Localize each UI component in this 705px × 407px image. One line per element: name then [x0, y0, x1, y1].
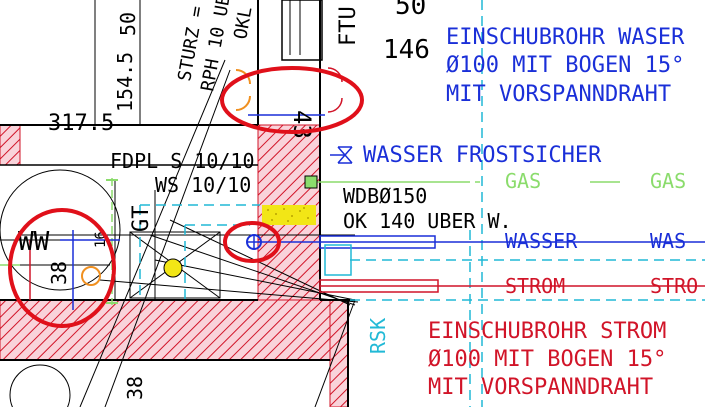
label-ftu: FTU [336, 6, 361, 46]
label-gt: GT [129, 206, 154, 233]
dim-146: 146 [383, 35, 430, 65]
dim-50-top: 50 [395, 0, 426, 21]
label-okl: OKL [230, 5, 256, 41]
water-pipe [60, 114, 705, 310]
label-fdpl: FDPL S 10/10 [110, 149, 255, 173]
markup-ellipses [8, 66, 364, 328]
red-note-line3: MIT VORSPANNDRAHT [428, 375, 653, 400]
label-wdb: WDBØ150 [343, 184, 427, 208]
wall-right-strip [329, 299, 349, 407]
dim-38-left: 38 [47, 261, 71, 285]
red-note-line2: Ø100 MIT BOGEN 15° [428, 347, 666, 372]
insulation-dots [267, 207, 309, 222]
green-markers [106, 179, 118, 304]
wall-bottom [0, 299, 341, 361]
markup-ellipse-meter [223, 221, 281, 263]
wasser-label-2: WAS [650, 229, 686, 253]
gas-valve [304, 175, 318, 189]
structure-lines [0, 0, 355, 407]
markup-ellipse-43 [220, 66, 364, 134]
blue-note-line2: Ø100 MIT BOGEN 15° [446, 53, 684, 78]
dim-154: 154.5 [113, 52, 137, 112]
dim-317: 317.5 [48, 111, 114, 136]
markup-ellipse-ww [8, 208, 116, 328]
label-frost: WASSER FROSTSICHER [363, 143, 602, 168]
insulation-block [262, 205, 316, 225]
dim-38-bottom: 38 [123, 376, 147, 400]
red-note: EINSCHUBROHR STROM Ø100 MIT BOGEN 15° MI… [428, 319, 666, 400]
strom-label-1: STROM [505, 274, 565, 298]
pipe-labels: GAS GAS WASSER WAS STROM STRO [505, 169, 698, 298]
strom-label-2: STRO [650, 274, 698, 298]
red-note-line1: EINSCHUBROHR STROM [428, 319, 666, 344]
gas-label-1: GAS [505, 169, 541, 193]
label-ok140: OK 140 UBER W. [343, 209, 512, 233]
blue-note: EINSCHUBROHR WASER Ø100 MIT BOGEN 15° MI… [363, 25, 685, 168]
water-meter-icon [246, 234, 262, 250]
wall-hatch [0, 124, 349, 407]
label-rsk: RSK [366, 318, 390, 354]
floor-drain [163, 258, 183, 278]
gas-label-2: GAS [650, 169, 686, 193]
dim-43: 43 [288, 110, 316, 139]
blue-note-line1: EINSCHUBROHR WASER [446, 25, 685, 50]
dim-50-side: 50 [116, 12, 140, 36]
wall-left [0, 124, 21, 166]
electric-pipe [29, 67, 705, 300]
blue-note-line3: MIT VORSPANNDRAHT [446, 82, 671, 107]
cyan-fixture [324, 244, 352, 276]
label-ws: WS 10/10 [155, 173, 251, 197]
wasser-label-1: WASSER [505, 229, 578, 253]
frost-valve-icon [337, 146, 353, 164]
